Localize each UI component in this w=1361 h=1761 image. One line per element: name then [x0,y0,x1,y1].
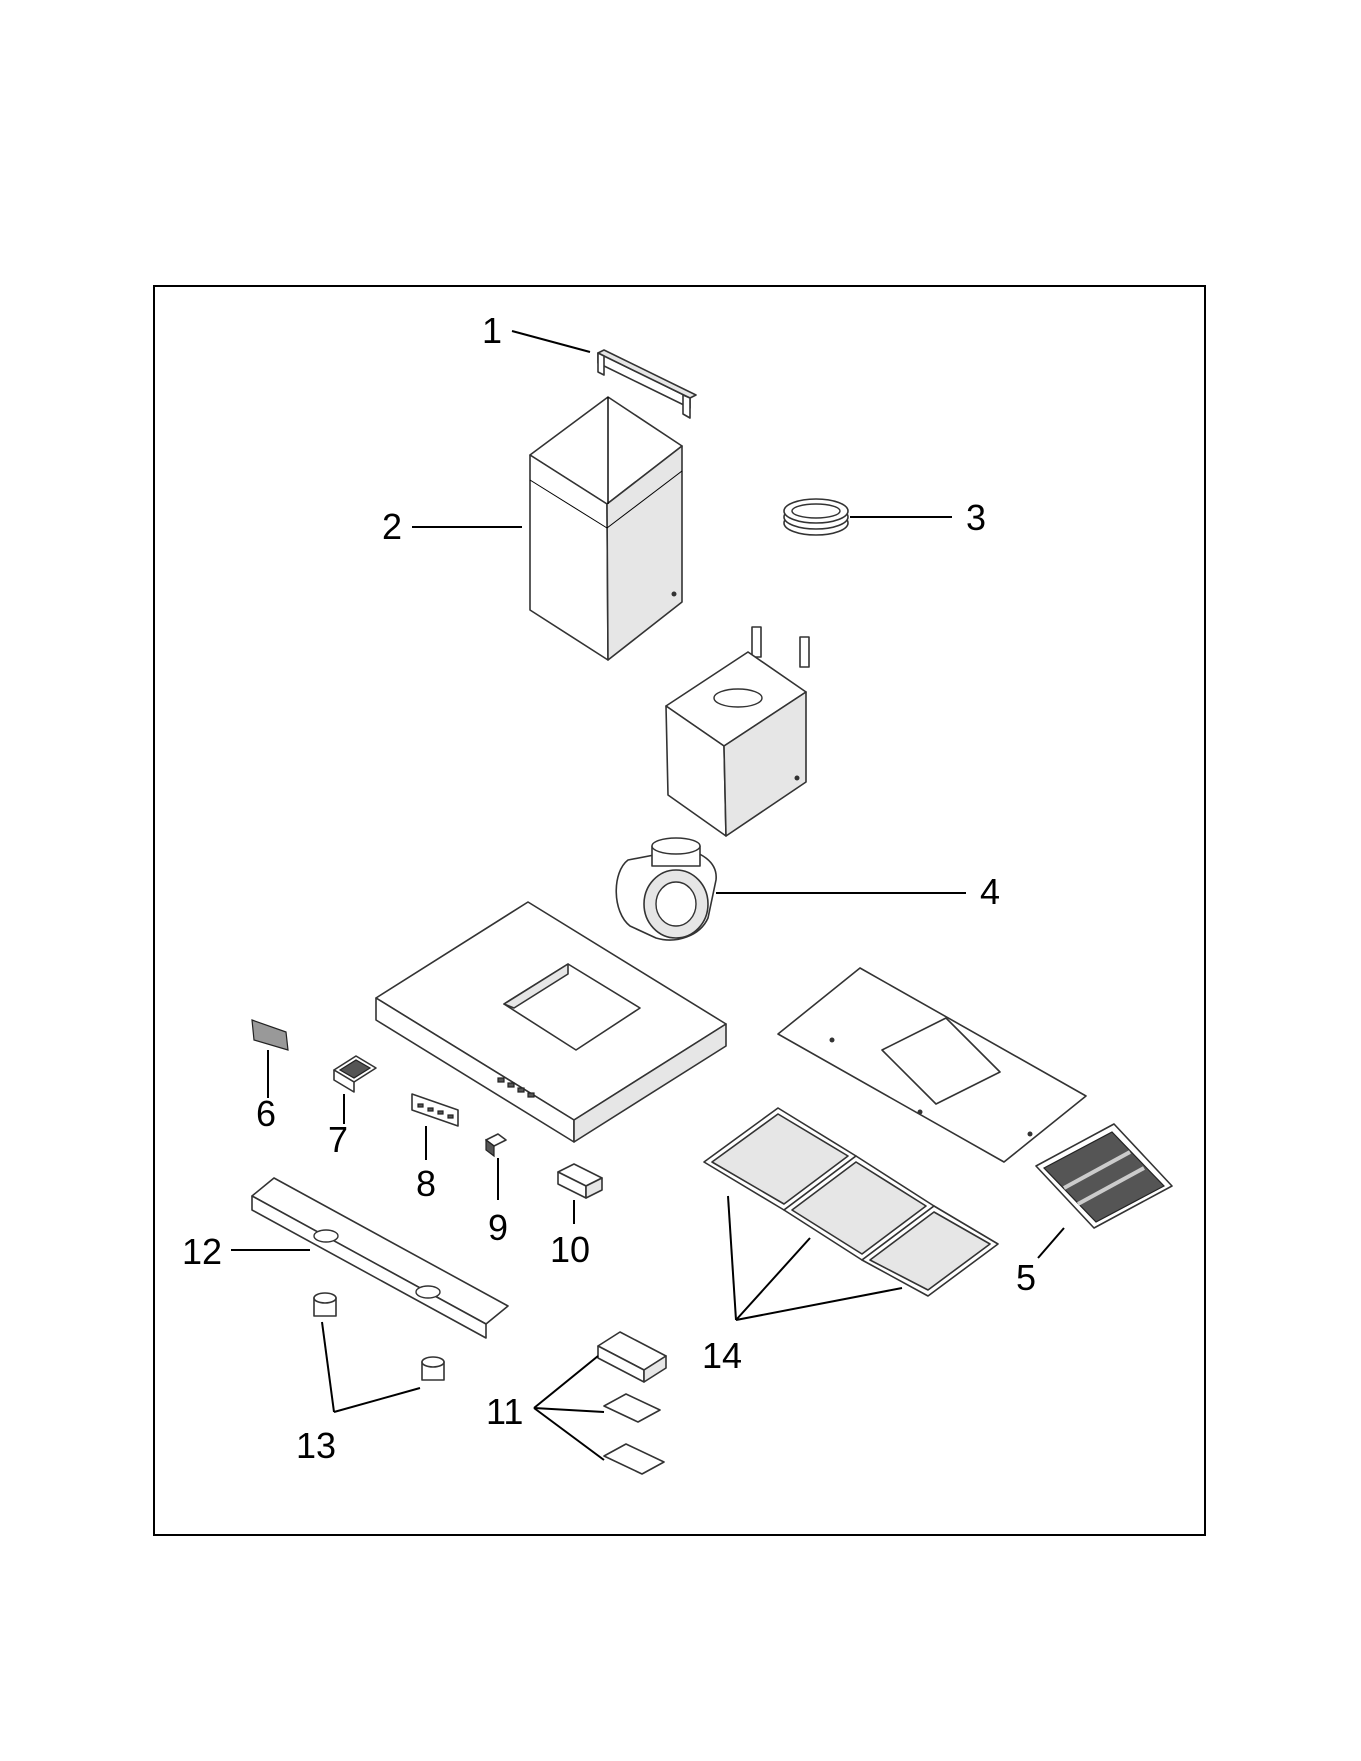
callout-14: 14 [702,1335,742,1376]
part-5-grease-filter [1036,1124,1172,1228]
callout-6: 6 [256,1093,276,1134]
bottom-panel [778,968,1086,1162]
part-7-switch [334,1056,376,1092]
callout-8: 8 [416,1163,436,1204]
part-11-terminal-box [598,1332,666,1474]
lower-chimney [666,627,809,836]
callout-4: 4 [980,871,1000,912]
part-14-baffle-filters [704,1108,998,1296]
callout-11: 11 [486,1391,523,1432]
part-13-lamp-sockets [314,1293,444,1380]
callout-9: 9 [488,1207,508,1248]
callout-1: 1 [482,310,502,351]
callout-5: 5 [1016,1257,1036,1298]
callout-7: 7 [328,1119,348,1160]
part-10-transformer-box [558,1164,602,1198]
callout-2: 2 [382,506,402,547]
part-4-blower-motor [616,838,716,940]
part-9-clip [486,1134,506,1156]
part-8-control-panel [412,1094,458,1126]
callout-13: 13 [296,1425,336,1466]
part-12-light-bar [252,1178,508,1338]
callout-12: 12 [182,1231,222,1272]
part-6-lamp [252,1020,288,1050]
part-3-duct-ring [784,499,848,535]
callout-3: 3 [966,497,986,538]
callout-10: 10 [550,1229,590,1270]
part-2-upper-chimney [530,397,682,660]
